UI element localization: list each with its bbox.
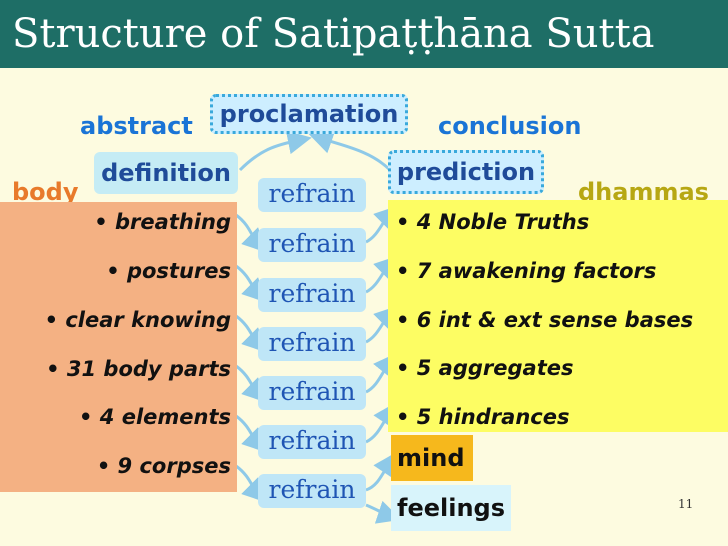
feelings-box: feelings [391,485,511,531]
body-item-31-body-parts: • 31 body parts [46,357,231,381]
arrow-definition-to-proclamation [238,130,312,172]
refrain-box-3: refrain [258,278,366,312]
refrain-box-2: refrain [258,228,366,262]
dhammas-panel: • 4 Noble Truths • 7 awakening factors •… [388,200,728,432]
arrow-refrain-to-feelings [365,500,402,524]
refrain-box-4: refrain [258,327,366,361]
refrain-box-6: refrain [258,425,366,459]
refrain-box-5: refrain [258,376,366,410]
refrain-box-7: refrain [258,474,366,508]
arrow-refrain-left-1 [235,213,267,253]
arrow-refrain-right-2 [365,255,399,294]
body-item-4-elements: • 4 elements [79,405,231,429]
body-item-breathing: • breathing [94,210,231,234]
dhamma-item-5-aggregates: • 5 aggregates [396,356,574,380]
prediction-box: prediction [388,150,544,194]
arrow-refrain-right-5 [365,402,397,444]
body-item-postures: • postures [106,259,231,283]
proclamation-box: proclamation [210,94,408,134]
arrow-refrain-left-4 [235,364,267,403]
arrow-refrain-left-5 [235,414,267,453]
body-label: body [12,178,79,206]
dhamma-item-7-awakening-factors: • 7 awakening factors [396,259,657,283]
dhamma-item-5-hindrances: • 5 hindrances [396,405,570,429]
arrow-refrain-left-3 [235,314,267,353]
definition-box: definition [94,152,238,194]
arrow-refrain-right-6 [365,452,397,492]
body-panel: • breathing • postures • clear knowing •… [0,202,237,492]
dhamma-item-6-sense-bases: • 6 int & ext sense bases [396,308,694,332]
mind-box: mind [391,435,473,481]
arrow-refrain-right-4 [365,352,398,394]
page-title: Structure of Satipaṭṭhāna Sutta [0,0,728,68]
arrow-refrain-right-3 [365,305,399,344]
body-item-clear-knowing: • clear knowing [44,308,231,332]
arrow-refrain-right-1 [365,205,399,244]
arrow-refrain-left-2 [235,264,267,303]
dhamma-item-4-noble-truths: • 4 Noble Truths [396,210,590,234]
arrow-prediction-to-proclamation [308,130,392,172]
abstract-label: abstract [80,112,193,140]
refrain-box-1: refrain [258,178,366,212]
conclusion-label: conclusion [438,112,582,140]
arrow-refrain-left-6 [235,464,267,503]
body-item-9-corpses: • 9 corpses [96,454,231,478]
page-number: 11 [678,497,694,511]
